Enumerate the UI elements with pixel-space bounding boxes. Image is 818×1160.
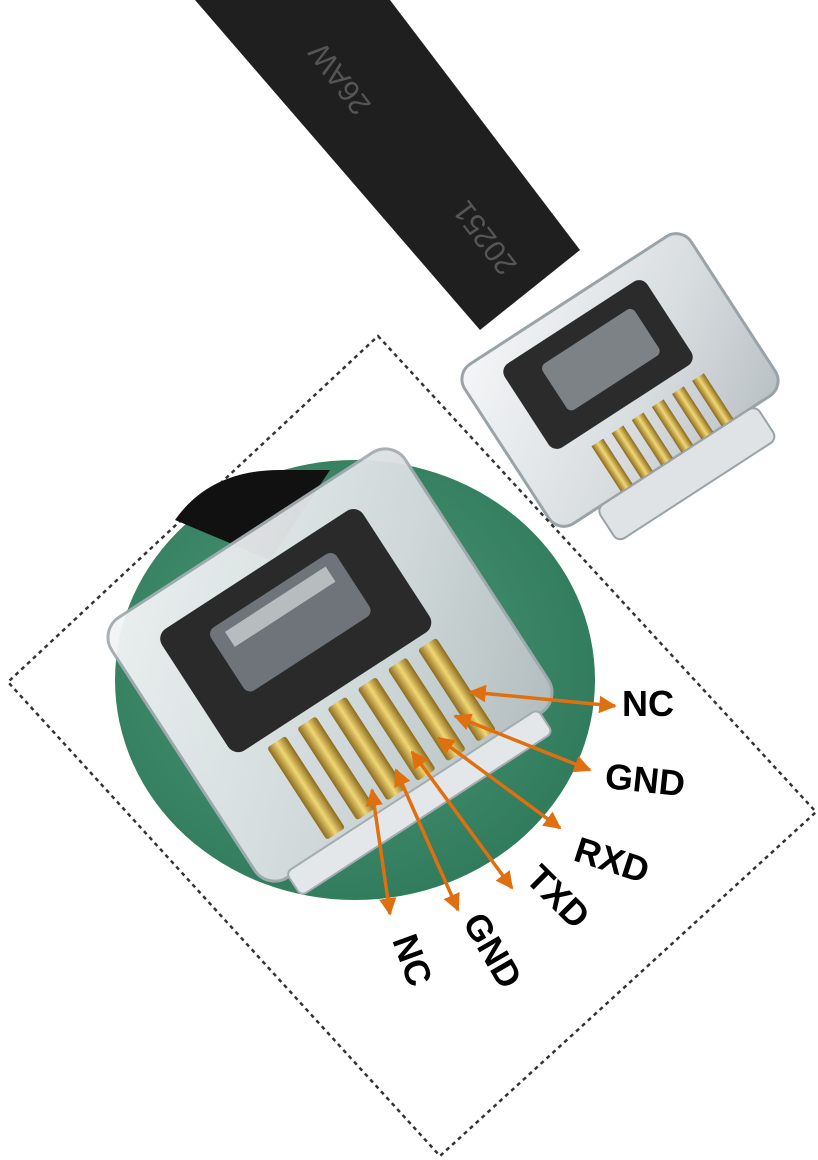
arrow-icon — [365, 788, 397, 916]
small-contacts — [591, 373, 734, 493]
contact-1 — [268, 736, 345, 839]
contact-2 — [298, 717, 375, 820]
rj12-connector-icon — [460, 232, 780, 541]
arrow-icon — [394, 768, 460, 912]
pin-label-2: GND — [603, 755, 687, 804]
pin-arrows — [365, 684, 617, 916]
flat-cable: 26AW 20251 — [195, 0, 580, 330]
pin-label-1: NC — [622, 683, 674, 724]
arrow-icon — [468, 684, 617, 714]
contact-3 — [328, 697, 405, 800]
contact-5 — [388, 658, 465, 761]
